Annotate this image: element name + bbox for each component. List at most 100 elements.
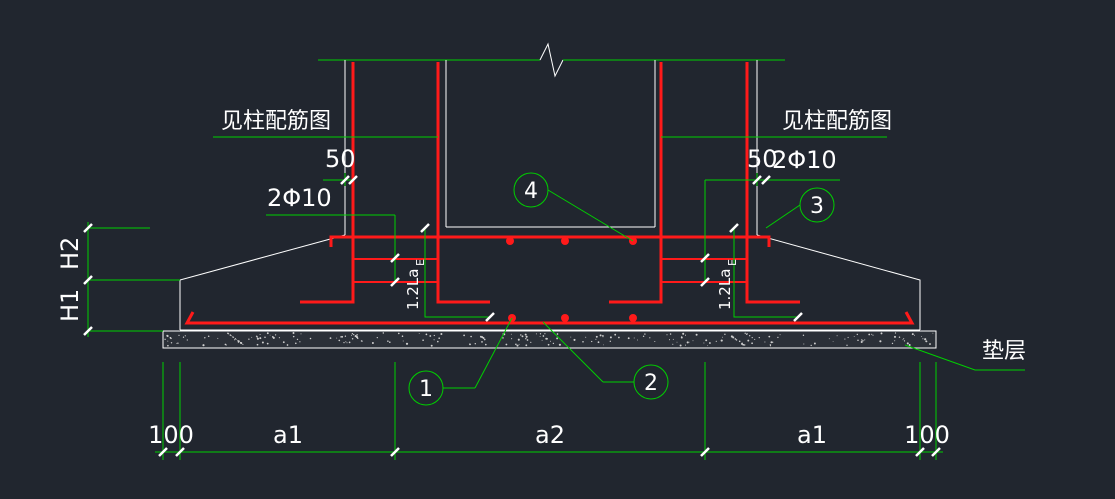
hatch-speck — [274, 334, 277, 336]
hatch-speck — [844, 338, 846, 340]
hatch-speck — [166, 334, 169, 338]
hatch-speck — [585, 336, 587, 338]
hatch-speck — [738, 340, 741, 343]
hatch-speck — [518, 343, 520, 345]
hatch-speck — [429, 335, 432, 337]
hatch-speck — [692, 340, 694, 342]
hatch-speck — [720, 339, 723, 342]
hatch-speck — [340, 336, 342, 338]
hatch-speck — [740, 342, 743, 345]
hatch-speck — [747, 339, 750, 342]
hatch-speck — [669, 333, 672, 335]
hatch-speck — [286, 344, 289, 346]
hatch-speck — [535, 333, 537, 335]
hatch-speck — [715, 340, 717, 342]
hatch-speck — [256, 336, 258, 338]
hatch-speck — [248, 338, 250, 340]
hatch-speck — [309, 337, 312, 340]
hatch-speck — [602, 336, 604, 338]
hatch-speck — [688, 341, 690, 343]
hatch-speck — [707, 345, 709, 347]
hatch-speck — [558, 343, 561, 346]
hatch-speck — [862, 340, 864, 342]
hatch-speck — [433, 339, 435, 341]
hatch-speck — [292, 335, 295, 338]
anchor-left-text: 1.2La — [404, 269, 422, 310]
hatch-speck — [666, 334, 668, 336]
hatch-speck — [264, 336, 266, 338]
hatch-speck — [860, 340, 863, 344]
hatch-speck — [679, 344, 682, 347]
hatch-speck — [779, 334, 781, 336]
hatch-speck — [539, 336, 541, 338]
hatch-speck — [422, 339, 424, 342]
hatch-speck — [573, 338, 576, 341]
hatch-speck — [764, 341, 766, 343]
hatch-speck — [686, 341, 689, 344]
hatch-speck — [591, 340, 593, 343]
hatch-speck — [295, 342, 297, 345]
hatch-speck — [505, 343, 508, 346]
hatch-speck — [240, 342, 243, 345]
hatch-speck — [182, 336, 185, 338]
hatch-speck — [908, 344, 911, 346]
dim-bottom-a1-left: a1 — [273, 421, 303, 449]
hatch-speck — [418, 332, 420, 334]
hatch-speck — [266, 332, 269, 335]
hatch-speck — [516, 344, 519, 347]
callout-1-label: 1 — [419, 377, 433, 402]
hatch-speck — [924, 338, 927, 341]
hatch-speck — [680, 336, 683, 339]
hatch-speck — [336, 337, 338, 339]
hatch-speck — [389, 341, 391, 343]
hatch-speck — [371, 342, 374, 344]
hatch-speck — [539, 333, 542, 335]
hatch-speck — [672, 338, 674, 340]
hatch-speck — [481, 341, 483, 343]
hatch-speck — [684, 344, 687, 346]
hatch-speck — [266, 342, 269, 345]
cushion-layer — [162, 330, 937, 349]
hatch-speck — [433, 334, 435, 337]
hatch-speck — [544, 333, 546, 335]
hatch-speck — [828, 338, 830, 340]
anchor-left-label: 1.2La E — [404, 259, 427, 310]
leader-lines — [87, 136, 1025, 460]
hatch-speck — [351, 334, 352, 336]
hatch-speck — [602, 344, 604, 346]
dim-bottom-a2: a2 — [535, 421, 565, 449]
hatch-speck — [903, 338, 905, 340]
hatch-speck — [217, 337, 219, 339]
hatch-speck — [929, 343, 931, 345]
hatch-speck — [644, 333, 646, 335]
hatch-speck — [770, 341, 773, 344]
hatch-speck — [353, 333, 355, 336]
hatch-speck — [744, 332, 746, 334]
dimension-ticks — [83, 175, 941, 457]
hatch-speck — [868, 333, 871, 336]
hatch-speck — [256, 343, 259, 346]
hatch-speck — [269, 334, 271, 336]
hatch-speck — [207, 335, 210, 338]
hatch-speck — [609, 340, 611, 342]
hatch-speck — [749, 335, 751, 337]
bars-right-label: 2Φ10 — [772, 146, 837, 174]
hatch-speck — [546, 338, 548, 340]
hatch-speck — [920, 335, 922, 337]
hatch-speck — [438, 337, 441, 340]
hatch-speck — [470, 335, 472, 338]
hatch-speck — [202, 344, 205, 347]
hatch-speck — [251, 336, 253, 338]
hatch-speck — [526, 339, 529, 341]
hatch-speck — [768, 335, 771, 338]
h1-label: H1 — [56, 289, 84, 322]
hatch-speck — [676, 341, 678, 343]
hatch-speck — [204, 337, 206, 339]
hatch-speck — [705, 339, 708, 342]
callout-3 — [799, 187, 835, 223]
hatch-speck — [810, 344, 812, 347]
hatch-speck — [525, 335, 528, 338]
hatch-speck — [170, 337, 172, 340]
callout-4-label: 4 — [524, 179, 538, 204]
column-bar-right-outer — [745, 62, 800, 304]
